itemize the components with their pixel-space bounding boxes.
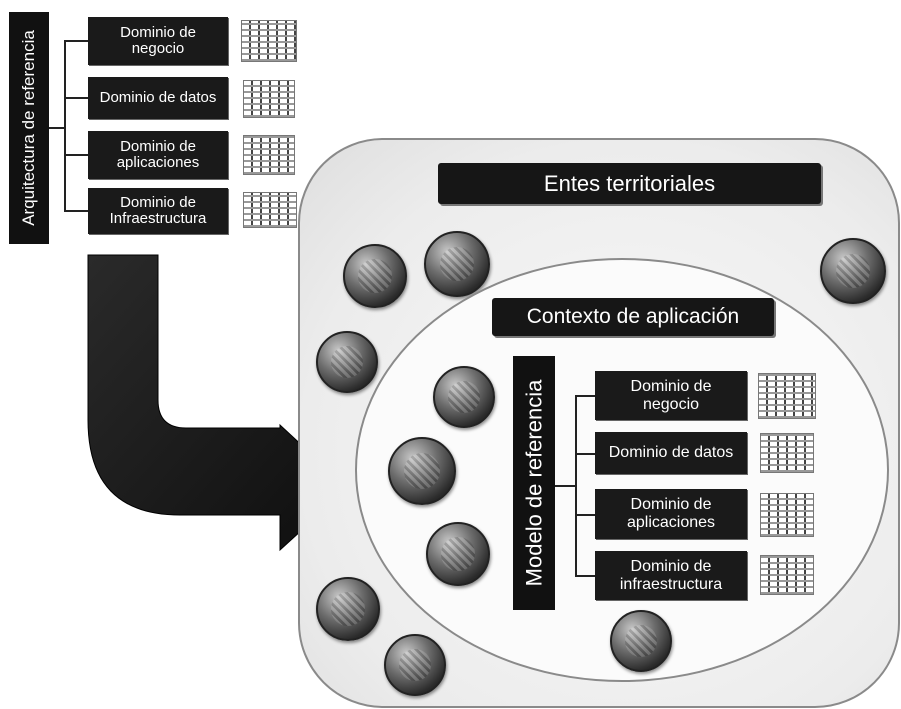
application-context-title: Contexto de aplicación	[526, 305, 740, 328]
application-context-banner: Contexto de aplicación	[492, 298, 774, 336]
top-bracket-tick-3	[64, 154, 88, 156]
inner-bracket-tick-3	[575, 514, 595, 516]
inner-bracket-tick-4	[575, 575, 595, 577]
top-bracket-tick-2	[64, 97, 88, 99]
top-domain-data: Dominio de datos	[88, 77, 228, 119]
inner-domain-applications: Dominio de aplicaciones	[595, 489, 747, 539]
entity-circle-icon	[316, 577, 380, 641]
top-bracket-spine	[64, 40, 66, 212]
inner-bracket-stem	[555, 485, 575, 487]
inner-domain-infrastructure: Dominio de infraestructura	[595, 551, 747, 600]
reference-architecture-title: Arquitectura de referencia	[19, 30, 39, 226]
entity-circle-icon	[388, 437, 456, 505]
domain-thumbnail-icon	[241, 20, 297, 62]
inner-bracket-spine	[575, 395, 577, 576]
top-domain-infrastructure: Dominio de Infraestructura	[88, 188, 228, 234]
top-domain-applications: Dominio de aplicaciones	[88, 131, 228, 179]
top-bracket-tick-1	[64, 40, 88, 42]
entity-circle-icon	[316, 331, 378, 393]
territorial-entities-title: Entes territoriales	[543, 170, 716, 196]
domain-thumbnail-icon	[760, 493, 814, 537]
domain-thumbnail-icon	[758, 373, 816, 419]
entity-circle-icon	[426, 522, 490, 586]
top-domain-business: Dominio de negocio	[88, 17, 228, 65]
reference-architecture-title-bar: Arquitectura de referencia	[9, 12, 49, 244]
inner-bracket-tick-2	[575, 453, 595, 455]
domain-thumbnail-icon	[243, 135, 295, 175]
reference-model-title-bar: Modelo de referencia	[513, 356, 555, 610]
inner-domain-business: Dominio de negocio	[595, 371, 747, 420]
down-right-arrow-icon	[87, 254, 349, 552]
top-bracket-tick-4	[64, 210, 88, 212]
domain-thumbnail-icon	[243, 80, 295, 118]
domain-thumbnail-icon	[760, 555, 814, 595]
top-bracket-stem	[49, 127, 64, 129]
territorial-entities-banner: Entes territoriales	[438, 163, 821, 204]
entity-circle-icon	[433, 366, 495, 428]
entity-circle-icon	[820, 238, 886, 304]
inner-bracket-tick-1	[575, 395, 595, 397]
domain-thumbnail-icon	[243, 192, 297, 228]
entity-circle-icon	[610, 610, 672, 672]
entity-circle-icon	[343, 244, 407, 308]
domain-thumbnail-icon	[760, 433, 814, 473]
entity-circle-icon	[384, 634, 446, 696]
inner-domain-data: Dominio de datos	[595, 432, 747, 474]
reference-model-title: Modelo de referencia	[521, 379, 546, 587]
entity-circle-icon	[424, 231, 490, 297]
